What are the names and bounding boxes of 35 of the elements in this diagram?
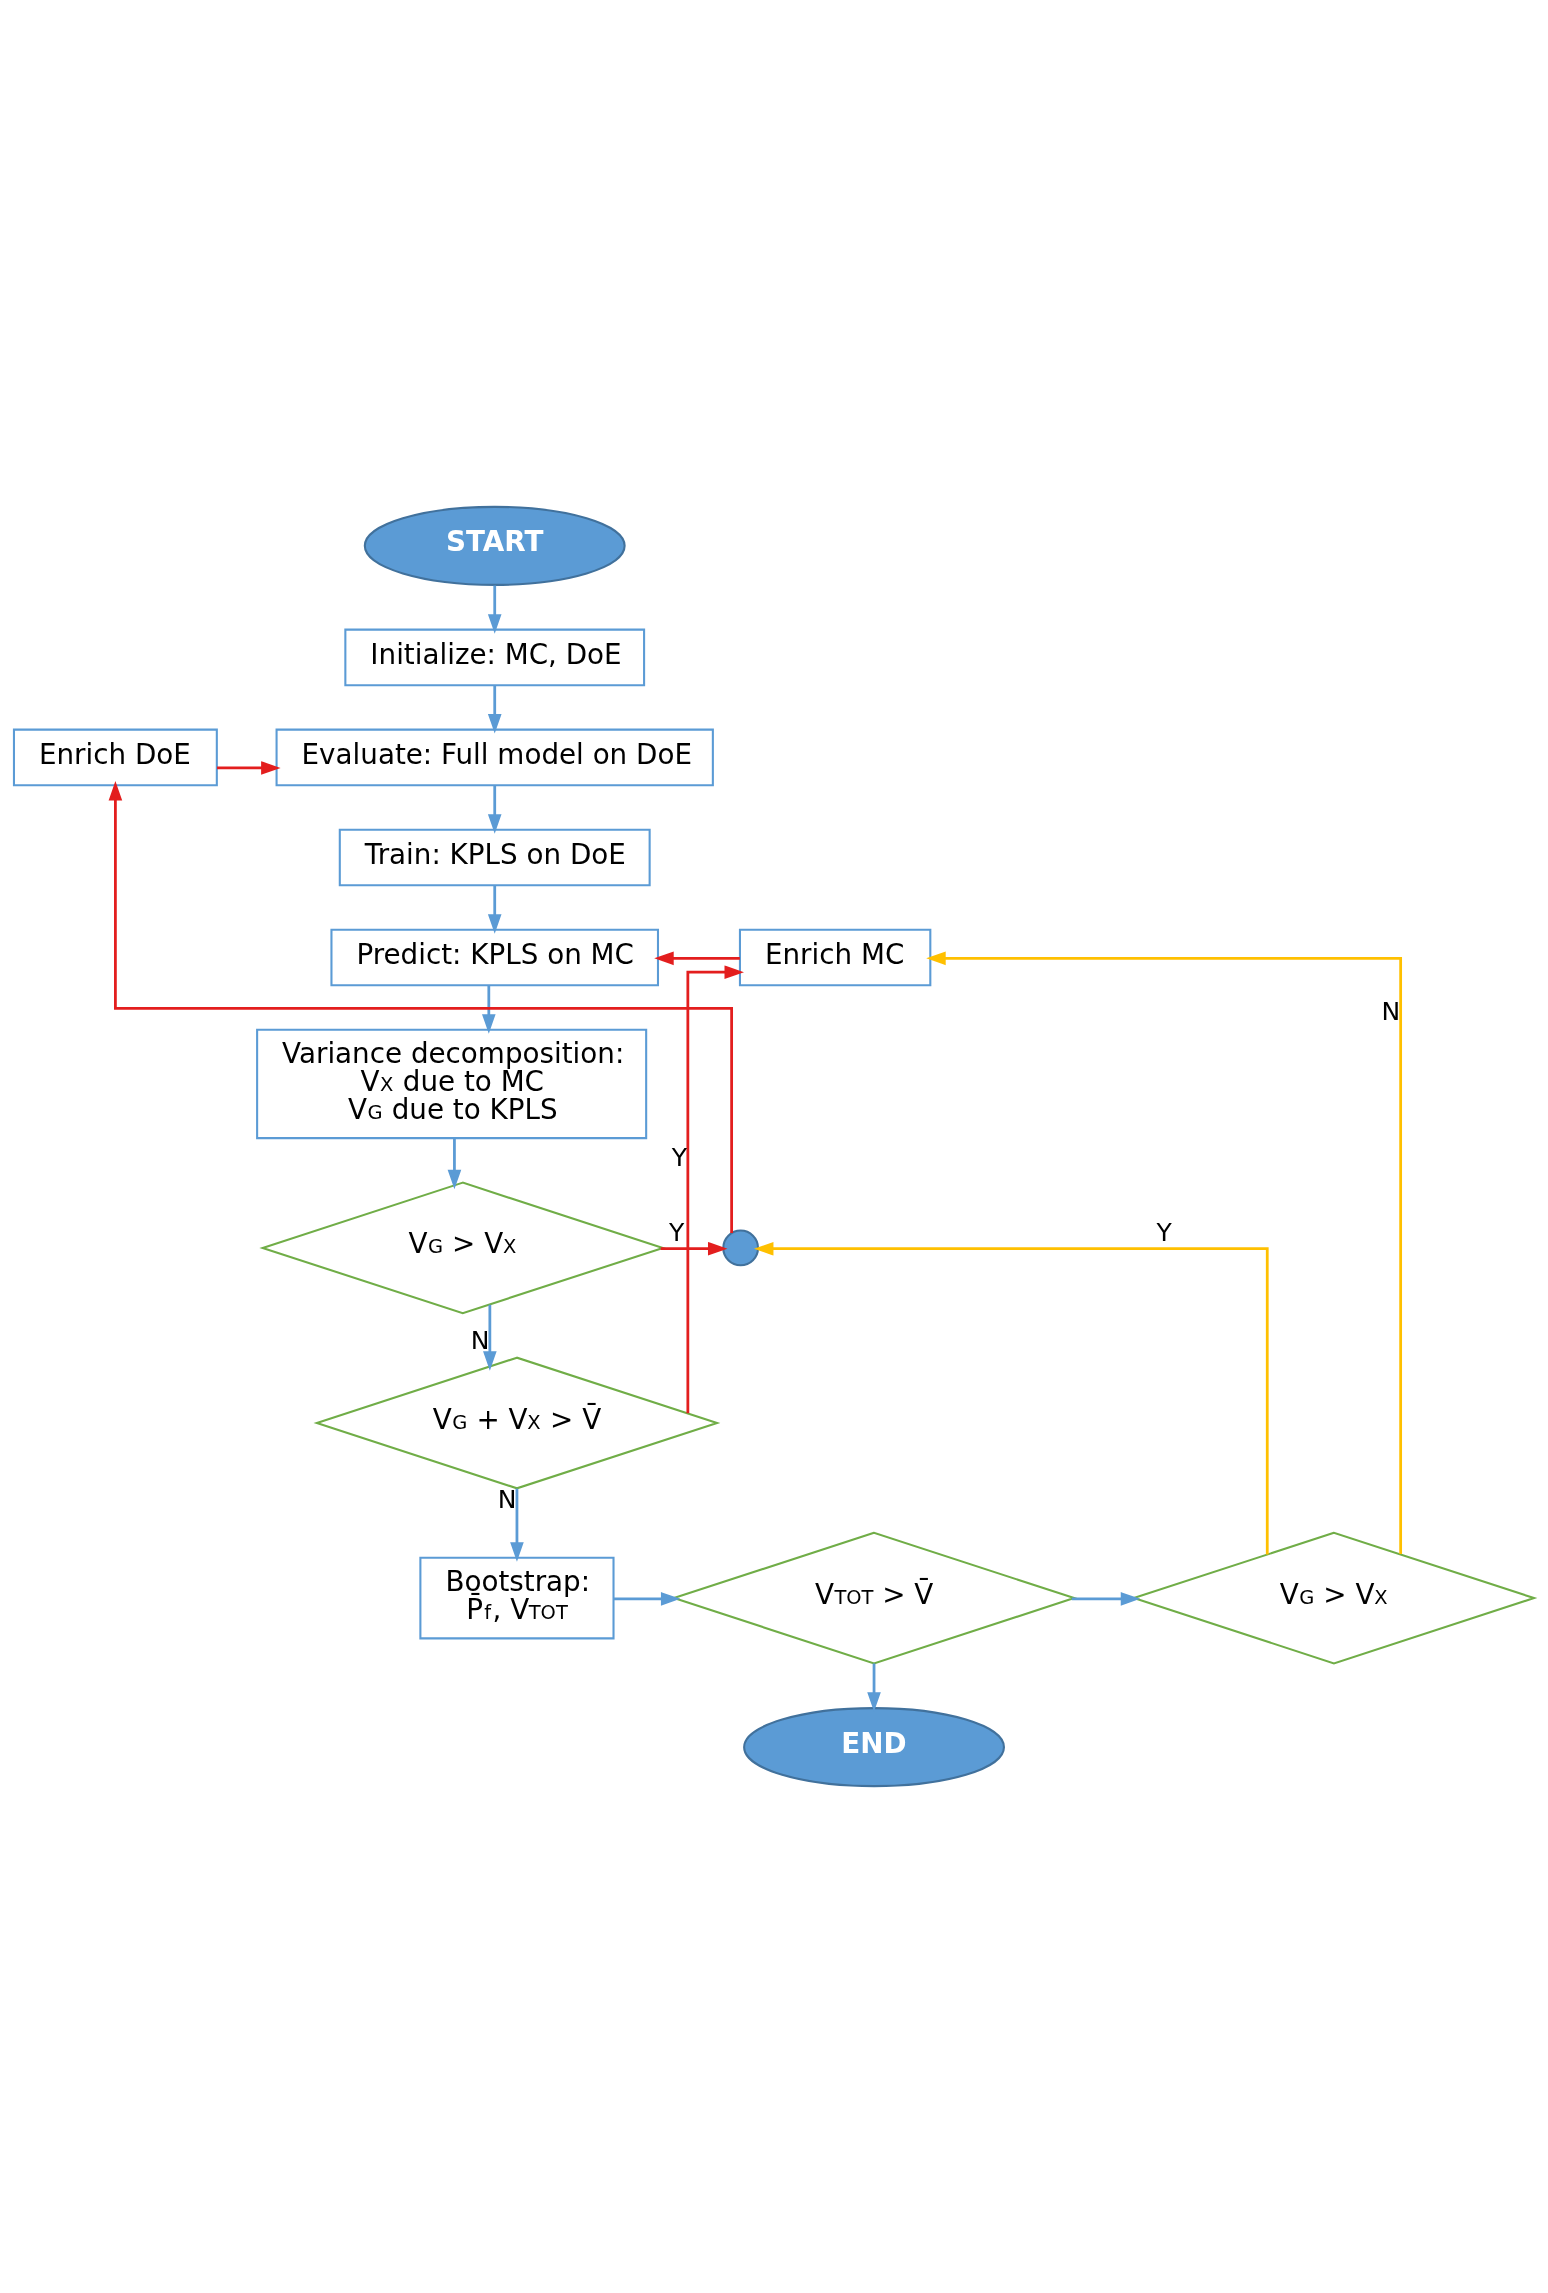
node-box: Initialize: MC, DoE: [344, 628, 646, 687]
node-box: Bootstrap: P̄f, VTOT: [419, 1556, 615, 1640]
arrow: [660, 1241, 728, 1256]
node-ellipse: START: [363, 505, 626, 586]
arrow: [487, 685, 502, 734]
arrow: [686, 965, 744, 1414]
arrow: [613, 1592, 681, 1606]
arrow: [654, 951, 740, 966]
node-circle: [722, 1229, 760, 1267]
edge-label: N: [470, 1325, 490, 1355]
node-box: Variance decomposition: VX due to MC VG due to KPLS: [256, 1028, 648, 1140]
arrow: [483, 1304, 497, 1371]
node-box: Predict: KPLS on MC: [330, 928, 659, 987]
arrow: [1071, 1592, 1141, 1606]
node-box: Train: KPLS on DoE: [338, 828, 651, 887]
node-ellipse: END: [743, 1707, 1005, 1788]
arrow: [487, 785, 502, 834]
edge-label: N: [1381, 997, 1401, 1027]
arrow: [753, 1241, 1269, 1555]
arrow: [510, 1488, 524, 1562]
arrow: [487, 585, 502, 634]
arrow: [108, 781, 733, 1233]
arrow: [482, 985, 496, 1034]
edge-label: Y: [669, 1217, 685, 1247]
edge-label: Y: [1156, 1217, 1172, 1247]
node-diamond: VG + VX > V̄: [313, 1356, 721, 1490]
arrow: [487, 885, 502, 934]
arrow: [217, 761, 281, 775]
arrow: [867, 1663, 881, 1712]
edge-label: Y: [671, 1142, 688, 1172]
node-box: Enrich MC: [738, 928, 932, 987]
arrow: [447, 1138, 462, 1190]
arrow: [926, 951, 1403, 1555]
node-box: Enrich DoE: [12, 728, 218, 787]
node-box: Evaluate: Full model on DoE: [275, 728, 714, 787]
